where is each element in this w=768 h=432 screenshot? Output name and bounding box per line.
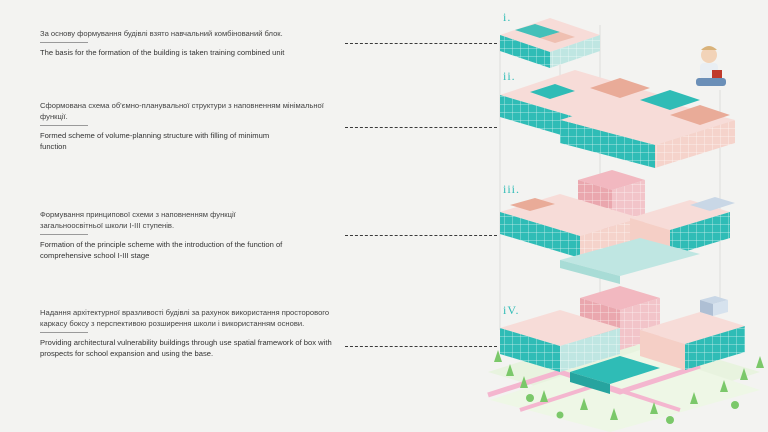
stage-3-block [500, 170, 735, 284]
step-3-numeral: iii. [503, 182, 521, 196]
step-4-text: Надання архітектурної вразливості будівл… [40, 307, 345, 359]
leader-line-2 [345, 127, 497, 128]
step-4-numeral: iV. [503, 303, 520, 317]
step-3-text: Формування принципової схеми з наповненн… [40, 209, 300, 261]
step-2-text: Сформована схема об'ємно-планувальної ст… [40, 100, 340, 152]
step-2-english: Formed scheme of volume-planning structu… [40, 131, 270, 151]
stage-2-block [500, 70, 735, 168]
stage-4-block [500, 286, 745, 394]
step-1-numeral: i. [503, 10, 512, 24]
divider [40, 332, 88, 333]
divider [40, 42, 88, 43]
step-1-ukrainian: За основу формування будівлі взято навча… [40, 29, 283, 38]
leader-line-3 [345, 235, 497, 236]
step-2-ukrainian: Сформована схема об'ємно-планувальної ст… [40, 101, 324, 121]
step-3-ukrainian: Формування принципової схеми з наповненн… [40, 210, 236, 230]
divider [40, 234, 88, 235]
step-4-english: Providing architectural vulnerability bu… [40, 338, 332, 358]
step-4-ukrainian: Надання архітектурної вразливості будівл… [40, 308, 330, 328]
step-2-numeral: ii. [503, 69, 516, 83]
trees [494, 350, 764, 424]
step-3-english: Formation of the principle scheme with t… [40, 240, 283, 260]
child-figure [696, 46, 726, 86]
step-1-english: The basis for the formation of the build… [40, 48, 285, 57]
leader-line-4 [345, 346, 497, 347]
step-1-text: За основу формування будівлі взято навча… [40, 28, 360, 58]
leader-line-1 [345, 43, 497, 44]
stage-1-block [500, 18, 600, 68]
divider [40, 125, 88, 126]
